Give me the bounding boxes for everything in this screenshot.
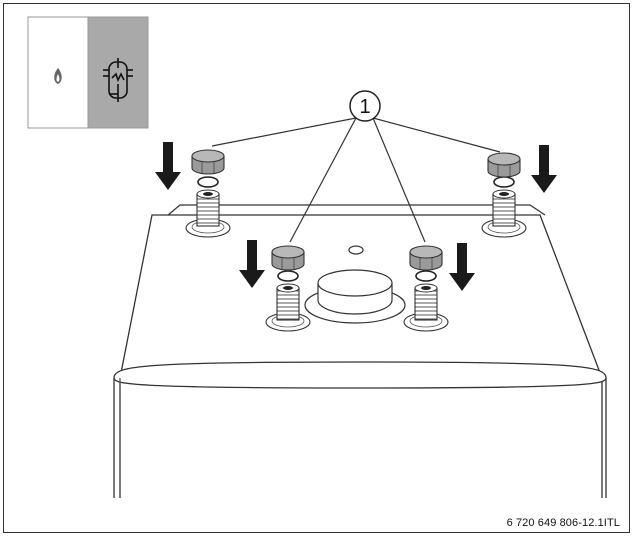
- connection-front-right: [403, 245, 449, 332]
- figure-code: 6 720 649 806-12.1ITL: [506, 517, 620, 529]
- connection-rear-right: [481, 152, 527, 238]
- down-arrow-icon-front-left: [239, 240, 265, 288]
- down-arrow-icon-rear-right: [531, 145, 557, 193]
- down-arrow-icon-front-right: [449, 243, 475, 291]
- center-dome: [304, 245, 406, 324]
- arrows-group: [155, 142, 557, 291]
- heat-exchanger-coil-icon: [103, 58, 133, 102]
- top-cover-lip: [167, 204, 546, 216]
- callout-leaders: [211, 117, 501, 243]
- gas-flame-icon: [54, 68, 62, 84]
- boiler-body: [113, 214, 607, 498]
- icon-panel: [27, 16, 149, 129]
- connection-front-left: [265, 245, 311, 332]
- callout-1: 1: [349, 90, 381, 122]
- callout-number: 1: [359, 96, 370, 118]
- connections-group: [185, 149, 527, 332]
- connection-rear-left: [185, 149, 231, 238]
- down-arrow-icon-rear-left: [155, 142, 181, 190]
